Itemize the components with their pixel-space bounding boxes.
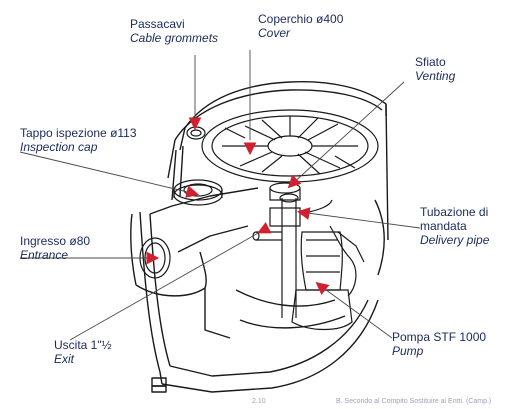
label-uscita: Uscita 1"½ Exit (54, 338, 144, 366)
label-ingresso: Ingresso ø80 Entrance (20, 234, 140, 262)
label-coperchio-it: Coperchio ø400 (258, 12, 344, 26)
red-arrows (146, 117, 330, 295)
label-uscita-it: Uscita 1"½ (54, 338, 112, 352)
venting-pipe (269, 182, 301, 201)
label-tubazione-en: Delivery pipe (420, 233, 490, 247)
label-tubazione: Tubazione di mandata Delivery pipe (420, 205, 516, 247)
label-ingresso-it: Ingresso ø80 (20, 234, 91, 248)
leader-lines (19, 50, 421, 341)
label-sfiato: Sfiato Venting (415, 55, 505, 83)
label-passacavi-en: Cable grommets (130, 31, 219, 45)
label-tubazione-it: Tubazione di mandata (420, 205, 489, 233)
label-coperchio-en: Cover (258, 26, 291, 40)
label-uscita-en: Exit (54, 352, 75, 366)
label-coperchio: Coperchio ø400 Cover (258, 12, 398, 40)
label-passacavi-it: Passacavi (130, 17, 185, 31)
label-tappo: Tappo ispezione ø113 Inspection cap (20, 126, 180, 154)
label-tappo-it: Tappo ispezione ø113 (20, 126, 137, 140)
label-passacavi: Passacavi Cable grommets (130, 17, 270, 45)
footer-left: 2.10 (252, 398, 266, 405)
tank-body (130, 81, 389, 393)
cable-grommet (186, 126, 206, 140)
footer-right: B. Secondo al Compito Sostituire ai Entt… (336, 398, 492, 405)
label-tappo-en: Inspection cap (20, 140, 98, 154)
label-sfiato-it: Sfiato (415, 55, 446, 69)
label-pompa: Pompa STF 1000 Pump (392, 330, 512, 358)
label-sfiato-en: Venting (415, 69, 456, 83)
label-ingresso-en: Entrance (20, 248, 69, 262)
label-pompa-en: Pump (392, 344, 424, 358)
pump-assembly (252, 193, 365, 331)
cover-disc (201, 109, 379, 183)
inspection-cap (173, 179, 223, 206)
label-pompa-it: Pompa STF 1000 (392, 330, 487, 344)
